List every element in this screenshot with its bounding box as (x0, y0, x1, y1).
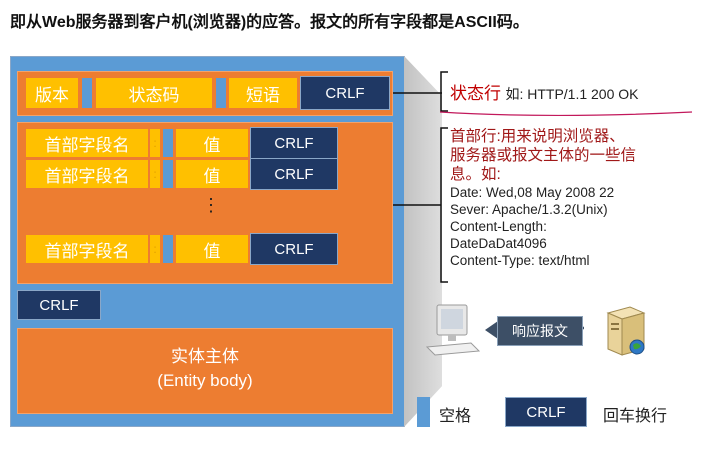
space-separator (163, 160, 173, 188)
header-field-name: 首部字段名 (26, 235, 148, 263)
legend-crlf-box: CRLF (505, 397, 587, 427)
header-crlf: CRLF (250, 233, 338, 265)
header-example-line: Content-Length: (450, 219, 547, 234)
header-desc-line: 服务器或报文主体的一些信 (450, 147, 637, 164)
entity-body (17, 328, 393, 414)
response-message-box: 响应报文 (497, 316, 583, 346)
status-field-code: 状态码 (96, 78, 212, 108)
perspective-fan (404, 56, 442, 427)
header-crlf: CRLF (250, 127, 338, 159)
status-line-annotation: 状态行 如: HTTP/1.1 200 OK (450, 79, 639, 104)
header-example-line: Sever: Apache/1.3.2(Unix) (450, 202, 608, 217)
status-line-label: 状态行 (450, 84, 501, 103)
entity-title: 实体主体 (171, 347, 239, 366)
header-colon: : (150, 129, 160, 157)
entity-subtitle: (Entity body) (157, 371, 253, 390)
space-separator (216, 78, 226, 108)
header-value: 值 (176, 160, 248, 188)
header-colon: : (150, 160, 160, 188)
page-title: 即从Web服务器到客户机(浏览器)的应答。报文的所有字段都是ASCII码。 (10, 14, 529, 31)
legend-crlf-label: 回车换行 (603, 408, 668, 425)
legend-space-swatch (417, 397, 430, 427)
header-value: 值 (176, 129, 248, 157)
header-field-name: 首部字段名 (26, 160, 148, 188)
client-computer-icon (425, 304, 481, 356)
header-field-name: 首部字段名 (26, 129, 148, 157)
server-icon (606, 306, 646, 356)
header-desc-line: 息。如: (450, 166, 501, 183)
header-example-line: DateDaDat4096 (450, 236, 547, 251)
space-separator (163, 235, 173, 263)
header-example-line: Date: Wed,08 May 2008 22 (450, 185, 615, 200)
status-field-version: 版本 (26, 78, 78, 108)
header-value: 值 (176, 235, 248, 263)
header-desc-line: 首部行:用来说明浏览器、 (450, 128, 625, 145)
header-example-line: Content-Type: text/html (450, 253, 590, 268)
blank-line-crlf: CRLF (17, 290, 101, 320)
space-separator (82, 78, 92, 108)
entity-body-label: 实体主体 (Entity body) (17, 345, 393, 393)
header-colon: : (150, 235, 160, 263)
header-crlf: CRLF (250, 158, 338, 190)
space-separator (163, 129, 173, 157)
header-annotation: 首部行:用来说明浏览器、 服务器或报文主体的一些信 息。如: Date: Wed… (450, 127, 636, 269)
status-crlf: CRLF (300, 76, 390, 110)
ellipsis: ⋮ (202, 195, 220, 215)
status-field-phrase: 短语 (229, 78, 297, 108)
legend-space-label: 空格 (439, 408, 472, 425)
status-line-example: 如: HTTP/1.1 200 OK (505, 86, 639, 102)
